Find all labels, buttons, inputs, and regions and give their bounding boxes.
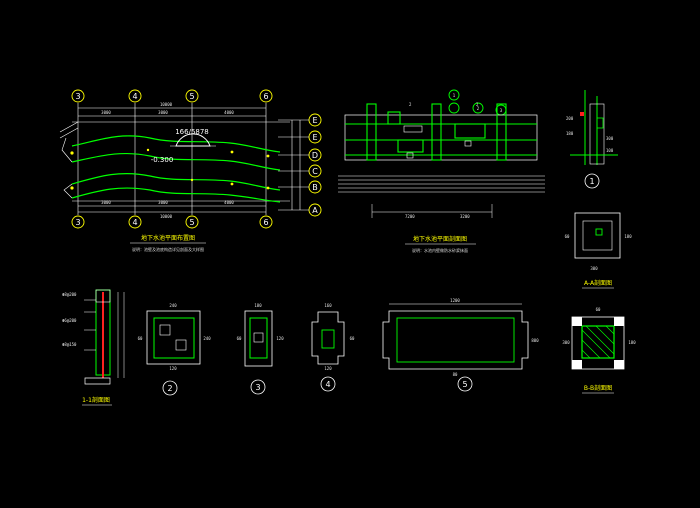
plan-axis-row-c: C [312,167,318,176]
detail-2: 240 60 240 120 2 [138,303,211,396]
section-note-1: Φ8@200 [62,292,77,297]
detail-2-number: 2 [167,384,172,393]
detail-plan-a: 300 60 180 A-A剖面图 [565,212,632,289]
elevation-title: 地下水池平面剖面图 [413,235,467,243]
plan-axis-top-3: 3 [75,92,80,101]
detail-5-dim-3: 80 [453,372,458,377]
detail-4-dim-3: 120 [324,366,332,371]
plan-title: 地下水池平面布置图 [141,234,195,242]
plan-level-label: -0.300 [151,156,174,164]
plan-axis-bottom-3: 3 [75,218,80,227]
detail-1-number: 1 [589,177,594,186]
elev-bubble-1: 1 [453,93,456,98]
plan-bottom-dim-2: 3000 [158,200,168,205]
detail-1: 1 200 180 300 100 [566,90,618,189]
plan-bottom-overall-dim: 10000 [160,214,173,219]
detail-1-dim-2: 180 [566,131,574,136]
detail-3: 180 60 120 3 [237,303,284,395]
elevation-view: 1 2 3 2 2 [338,89,545,253]
plan-b-title: B-B剖面图 [584,384,612,392]
plan-a-dim-1: 300 [590,266,598,271]
plan-axis-row-b: B [312,183,318,192]
detail-2-dim-4: 120 [169,366,177,371]
plan-b-dim-2: 60 [596,307,601,312]
detail-5-dim-1: 1200 [450,298,460,303]
plan-axis-top-6: 6 [263,92,268,101]
elev-width-note: 3200 [460,214,470,219]
elev-bubble-2: 2 [477,106,480,111]
plan-bottom-dim-1: 3000 [101,200,111,205]
plan-top-dim-3: 4000 [224,110,234,115]
detail-plan-b: 300 60 180 B-B剖面图 [562,307,636,394]
elevation-subtitle: 说明：水池内壁做防水砂浆抹面 [412,247,468,253]
elev-mark-2: 2 [476,102,479,107]
plan-bottom-dim-3: 4000 [224,200,234,205]
section-1-1: Φ8@200 Φ6@200 Φ8@150 1-1剖面图 [62,289,125,406]
elev-mark-1: 2 [409,102,412,107]
detail-5-number: 5 [462,380,467,389]
detail-1-dim-4: 100 [606,148,614,153]
plan-b-dim-3: 180 [628,340,636,345]
detail-3-dim-3: 120 [276,336,284,341]
plan-axis-bottom-5: 5 [189,218,194,227]
detail-5-dim-2: 800 [531,338,539,343]
plan-axis-row-e1: E [312,116,317,125]
detail-2-dim-3: 240 [203,336,211,341]
elev-bottom-dim: 7200 [405,214,415,219]
section-note-2: Φ6@200 [62,318,77,323]
section-1-1-title: 1-1剖面图 [82,396,110,404]
plan-view: 10000 3000 3000 4000 10000 3000 3000 400… [59,89,322,252]
plan-axis-top-4: 4 [132,92,137,101]
plan-top-overall-dim: 10000 [160,102,173,107]
detail-4: 160 60 120 4 [311,303,355,392]
detail-1-dim-1: 200 [566,116,574,121]
plan-arch-label: 166/5878 [175,128,209,136]
plan-axis-bottom-4: 4 [132,218,137,227]
plan-a-title: A-A剖面图 [584,279,612,287]
detail-2-dim-1: 240 [169,303,177,308]
plan-axis-bottom-6: 6 [263,218,268,227]
detail-1-dim-3: 300 [606,136,614,141]
detail-3-dim-2: 60 [237,336,242,341]
plan-top-dim-1: 3000 [101,110,111,115]
plan-b-dim-1: 300 [562,340,570,345]
elev-bubble-3: 3 [500,108,503,113]
plan-axis-row-d: D [312,151,318,160]
plan-subtitle: 说明：池壁及池底构造详见剖面及大样图 [132,246,204,252]
detail-5: 1200 800 80 5 [382,298,539,392]
detail-4-dim-2: 60 [350,336,355,341]
plan-top-dim-2: 3000 [158,110,168,115]
detail-2-dim-2: 60 [138,336,143,341]
section-note-3: Φ8@150 [62,342,77,347]
plan-axis-top-5: 5 [189,92,194,101]
detail-3-dim-1: 180 [254,303,262,308]
detail-4-number: 4 [325,380,330,389]
detail-4-dim-1: 160 [324,303,332,308]
plan-a-dim-2: 60 [565,234,570,239]
plan-axis-row-e2: E [312,133,317,142]
plan-a-dim-3: 180 [624,234,632,239]
detail-3-number: 3 [255,383,260,392]
plan-axis-row-a: A [312,206,318,215]
